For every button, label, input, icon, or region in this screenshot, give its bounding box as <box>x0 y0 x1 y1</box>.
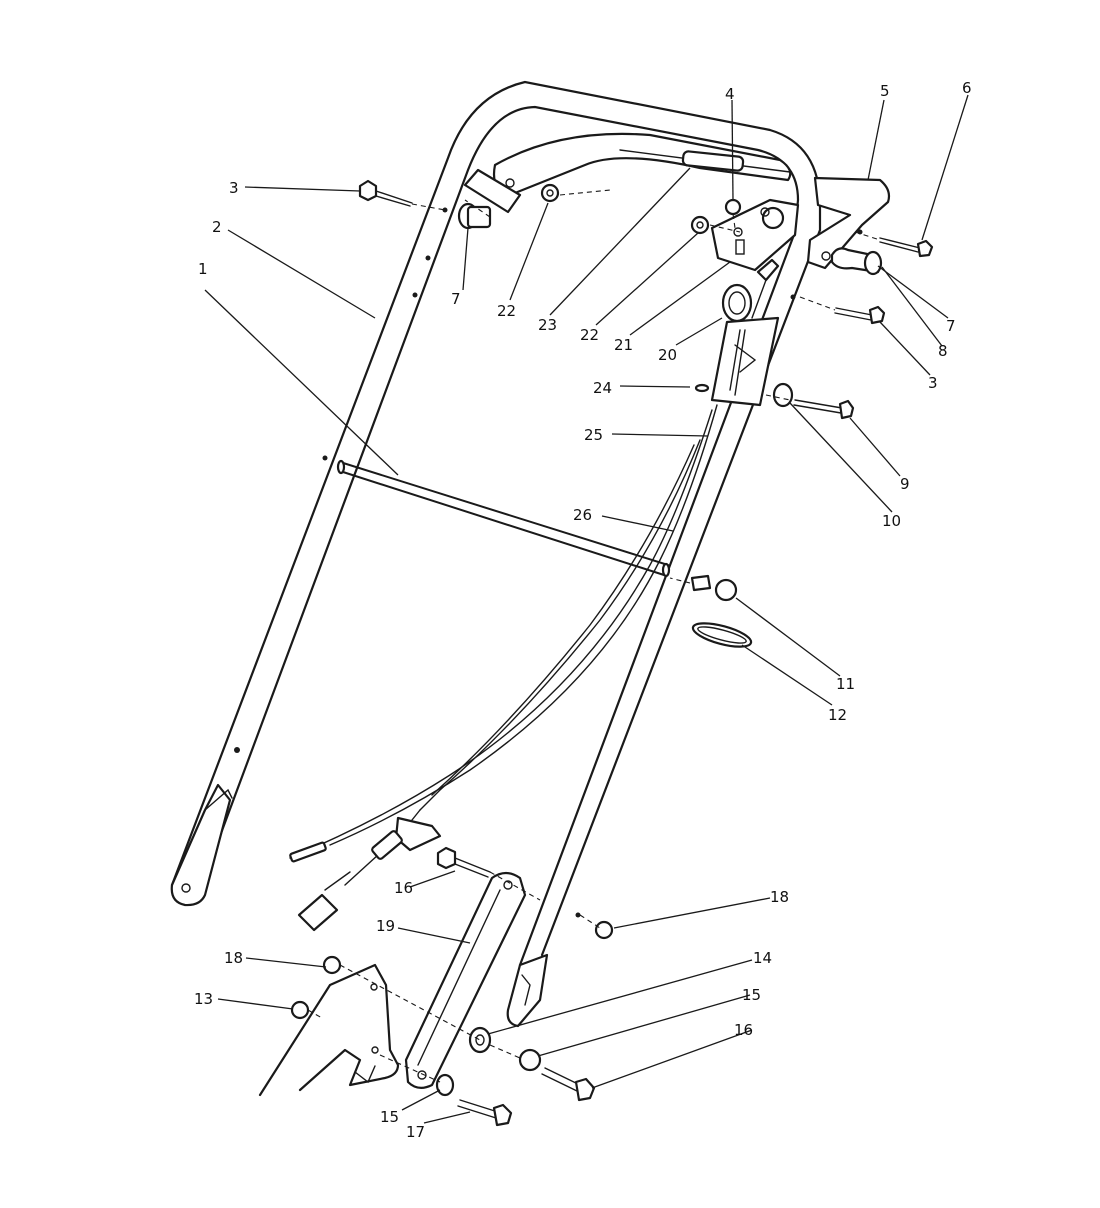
callout-25: 25 <box>584 426 603 444</box>
callout-5: 5 <box>880 82 890 100</box>
callout-4: 4 <box>725 85 735 103</box>
fasteners <box>290 179 934 1127</box>
callout-15-right: 15 <box>742 986 761 1004</box>
callout-labels: 1 2 3 3 4 5 6 7 7 8 9 10 11 12 13 14 15 … <box>194 79 972 1141</box>
callout-23: 23 <box>538 316 557 334</box>
cross-bar <box>336 459 671 578</box>
callout-9: 9 <box>900 475 910 493</box>
callout-26: 26 <box>573 506 592 524</box>
control-cables <box>289 404 718 932</box>
callout-6: 6 <box>962 79 972 97</box>
callout-24: 24 <box>593 379 612 397</box>
callout-18-left: 18 <box>224 949 243 967</box>
callout-12: 12 <box>828 706 847 724</box>
callout-22-left: 22 <box>497 302 516 320</box>
callout-13: 13 <box>194 990 213 1008</box>
lower-mounting-bracket <box>404 871 527 1089</box>
callout-16-lower: 16 <box>734 1021 753 1039</box>
callout-8: 8 <box>938 342 948 360</box>
throttle-control <box>694 258 780 407</box>
bracket-plate <box>710 198 800 272</box>
callout-17: 17 <box>406 1123 425 1141</box>
leader-lines <box>204 94 969 1124</box>
callout-3-left: 3 <box>229 179 239 197</box>
callout-21: 21 <box>614 336 633 354</box>
callout-16-upper: 16 <box>394 879 413 897</box>
callout-2: 2 <box>212 218 222 236</box>
callout-20: 20 <box>658 346 677 364</box>
callout-7-right: 7 <box>946 317 956 335</box>
callout-14: 14 <box>753 949 772 967</box>
callout-22-right: 22 <box>580 326 599 344</box>
callout-19: 19 <box>376 917 395 935</box>
callout-3-right: 3 <box>928 374 938 392</box>
callout-1: 1 <box>198 260 208 278</box>
callout-18-right: 18 <box>770 888 789 906</box>
callout-10: 10 <box>882 512 901 530</box>
control-bail <box>463 132 792 214</box>
assembly-lines <box>307 189 881 1083</box>
callout-11: 11 <box>836 675 855 693</box>
callout-15-left: 15 <box>380 1108 399 1126</box>
mower-deck-fragment <box>258 963 400 1097</box>
callout-7-left: 7 <box>451 290 461 308</box>
